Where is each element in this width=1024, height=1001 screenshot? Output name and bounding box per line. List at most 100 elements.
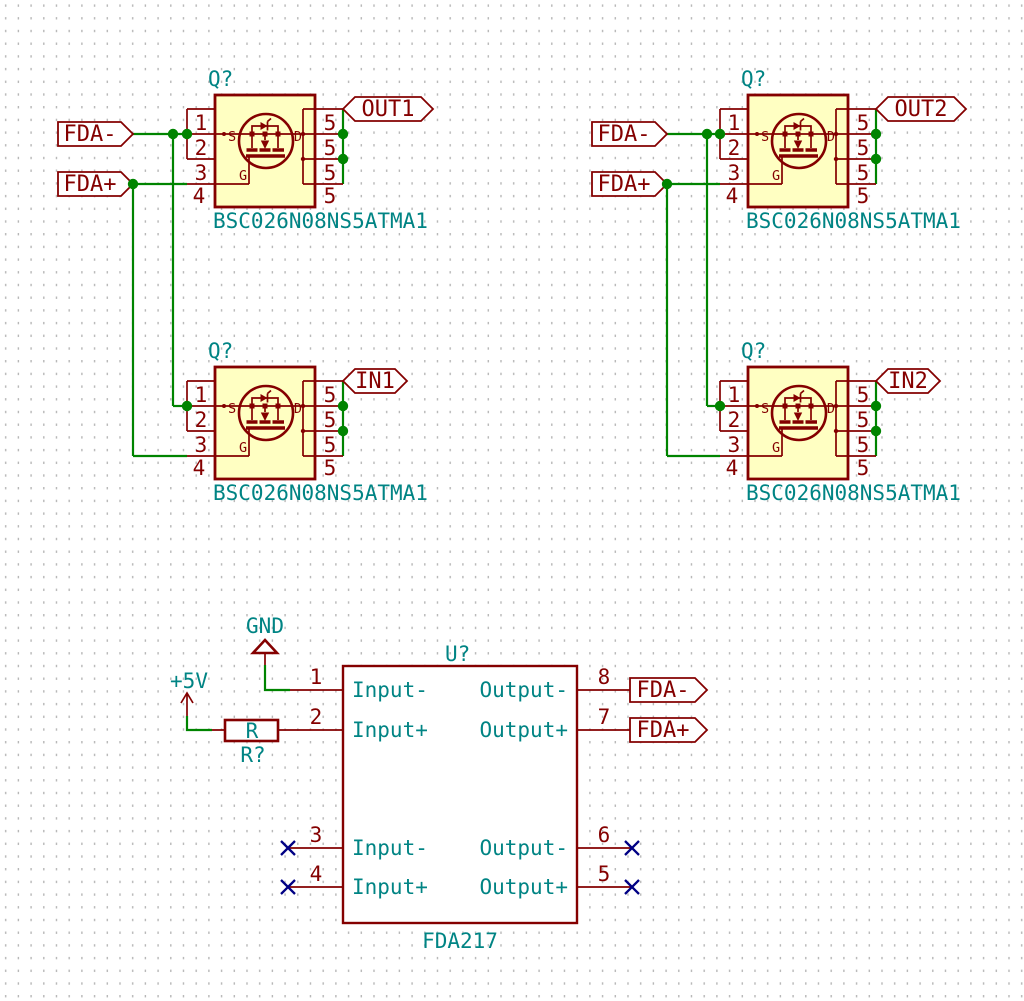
global-label-fda-minus-top-right[interactable]: FDA-: [591, 121, 669, 147]
junction-dot[interactable]: [661, 178, 673, 190]
resistor-value[interactable]: R: [246, 719, 259, 743]
mosfet-reference[interactable]: Q?: [208, 67, 233, 91]
junction-dot[interactable]: [181, 400, 193, 412]
wire-5v-to-resistor[interactable]: [185, 716, 212, 732]
pin-number: 4: [726, 456, 739, 480]
source-pin-label: S: [761, 401, 769, 417]
mosfet-value[interactable]: BSC026N08NS5ATMA1: [746, 481, 961, 505]
global-label-text: IN1: [355, 369, 395, 394]
drain-pin-label: D: [827, 129, 835, 145]
global-label-fda-plus-top-right[interactable]: FDA+: [591, 171, 669, 197]
mosfet-value[interactable]: BSC026N08NS5ATMA1: [213, 209, 428, 233]
global-label-out2[interactable]: OUT2: [874, 96, 968, 122]
global-label-text: FDA-: [637, 678, 690, 703]
source-pin-label: S: [228, 129, 236, 145]
pin-number: 5: [324, 433, 337, 457]
pin-number: 3: [195, 161, 208, 185]
junction-dot[interactable]: [127, 178, 139, 190]
pin-number: 4: [310, 862, 323, 886]
pin-number: 2: [728, 408, 741, 432]
pin-number: 4: [193, 456, 206, 480]
pin-number: 5: [324, 383, 337, 407]
pin-number: 2: [195, 408, 208, 432]
pin-name: Input+: [352, 718, 428, 742]
pin-name: Input+: [352, 875, 428, 899]
global-label-fda-minus-ic[interactable]: FDA-: [629, 677, 709, 703]
no-connect-marker-pin4[interactable]: [280, 879, 296, 895]
pin-number: 4: [726, 184, 739, 208]
mosfet-q-top-right[interactable]: Q? BSC026N08NS5ATMA1 1 2 3 4 5 5 5 5 S D…: [718, 67, 961, 233]
junction-dot[interactable]: [870, 153, 882, 165]
pin-name: Output+: [479, 718, 568, 742]
pin-number: 2: [195, 136, 208, 160]
junction-dot[interactable]: [337, 128, 349, 140]
junction-dot[interactable]: [701, 128, 713, 140]
junction-dot[interactable]: [167, 128, 179, 140]
global-label-text: OUT2: [895, 97, 948, 122]
pin-number: 5: [324, 161, 337, 185]
junction-dot[interactable]: [337, 400, 349, 412]
pin-number: 8: [598, 665, 611, 689]
pin-name: Output-: [479, 836, 568, 860]
wire-gnd-to-pin1[interactable]: [263, 665, 290, 692]
global-label-text: FDA-: [598, 122, 651, 147]
junction-dot[interactable]: [714, 128, 726, 140]
global-label-fda-plus-ic[interactable]: FDA+: [629, 717, 709, 743]
pin-number: 5: [324, 184, 337, 208]
pin-number: 4: [193, 184, 206, 208]
global-label-fda-plus-top-left[interactable]: FDA+: [57, 171, 135, 197]
no-connect-marker-pin3[interactable]: [280, 840, 296, 856]
junction-dot[interactable]: [337, 153, 349, 165]
drain-pin-label: D: [827, 401, 835, 417]
global-label-text: FDA+: [598, 172, 651, 197]
power-symbol-gnd[interactable]: GND: [246, 614, 284, 665]
global-label-out1[interactable]: OUT1: [341, 96, 435, 122]
mosfet-value[interactable]: BSC026N08NS5ATMA1: [213, 481, 428, 505]
power-symbol-5v[interactable]: +5V: [170, 669, 208, 716]
drain-pin-label: D: [294, 129, 302, 145]
ic-value[interactable]: FDA217: [422, 929, 498, 953]
ic-u-fda217[interactable]: U? FDA217 1 2 3 4 8 7 6 5 Input- Input+ …: [288, 642, 632, 953]
pin-number: 1: [195, 111, 208, 135]
mosfet-q-bottom-right[interactable]: Q? BSC026N08NS5ATMA1 1 2 3 4 5 5 5 5 S D…: [718, 339, 961, 505]
ic-reference[interactable]: U?: [445, 642, 470, 666]
pin-number: 5: [857, 408, 870, 432]
junction-dot[interactable]: [181, 128, 193, 140]
mosfet-value[interactable]: BSC026N08NS5ATMA1: [746, 209, 961, 233]
pin-number: 1: [310, 665, 323, 689]
power-label: GND: [246, 614, 284, 638]
global-label-text: IN2: [888, 369, 928, 394]
junction-dot[interactable]: [870, 128, 882, 140]
global-label-in2[interactable]: IN2: [874, 368, 942, 394]
resistor-reference[interactable]: R?: [240, 743, 265, 767]
pin-name: Input-: [352, 836, 428, 860]
pin-number: 3: [310, 823, 323, 847]
source-pin-label: S: [761, 129, 769, 145]
pin-number: 5: [324, 111, 337, 135]
junction-dot[interactable]: [870, 425, 882, 437]
no-connect-marker-pin6[interactable]: [624, 840, 640, 856]
gate-pin-label: G: [239, 440, 247, 456]
pin-number: 3: [728, 433, 741, 457]
pin-number: 2: [728, 136, 741, 160]
mosfet-reference[interactable]: Q?: [741, 67, 766, 91]
resistor-r[interactable]: R R?: [212, 718, 290, 767]
no-connect-marker-pin5[interactable]: [624, 879, 640, 895]
global-label-in1[interactable]: IN1: [341, 368, 409, 394]
junction-dots: [127, 128, 882, 437]
global-label-fda-minus-top-left[interactable]: FDA-: [57, 121, 135, 147]
gate-pin-label: G: [772, 440, 780, 456]
pin-name: Input-: [352, 678, 428, 702]
mosfet-reference[interactable]: Q?: [208, 339, 233, 363]
junction-dot[interactable]: [870, 400, 882, 412]
mosfet-q-bottom-left[interactable]: Q? BSC026N08NS5ATMA1 1 2 3 4 5 5 5 5 S D…: [185, 339, 428, 505]
wires: [131, 109, 878, 732]
pin-name: Output-: [479, 678, 568, 702]
junction-dot[interactable]: [337, 425, 349, 437]
pin-number: 3: [195, 433, 208, 457]
mosfet-q-top-left[interactable]: Q? BSC026N08NS5ATMA1 1 2 3 4 5 5 5 5 S D…: [185, 67, 428, 233]
junction-dot[interactable]: [714, 400, 726, 412]
pin-number: 1: [195, 383, 208, 407]
mosfet-reference[interactable]: Q?: [741, 339, 766, 363]
